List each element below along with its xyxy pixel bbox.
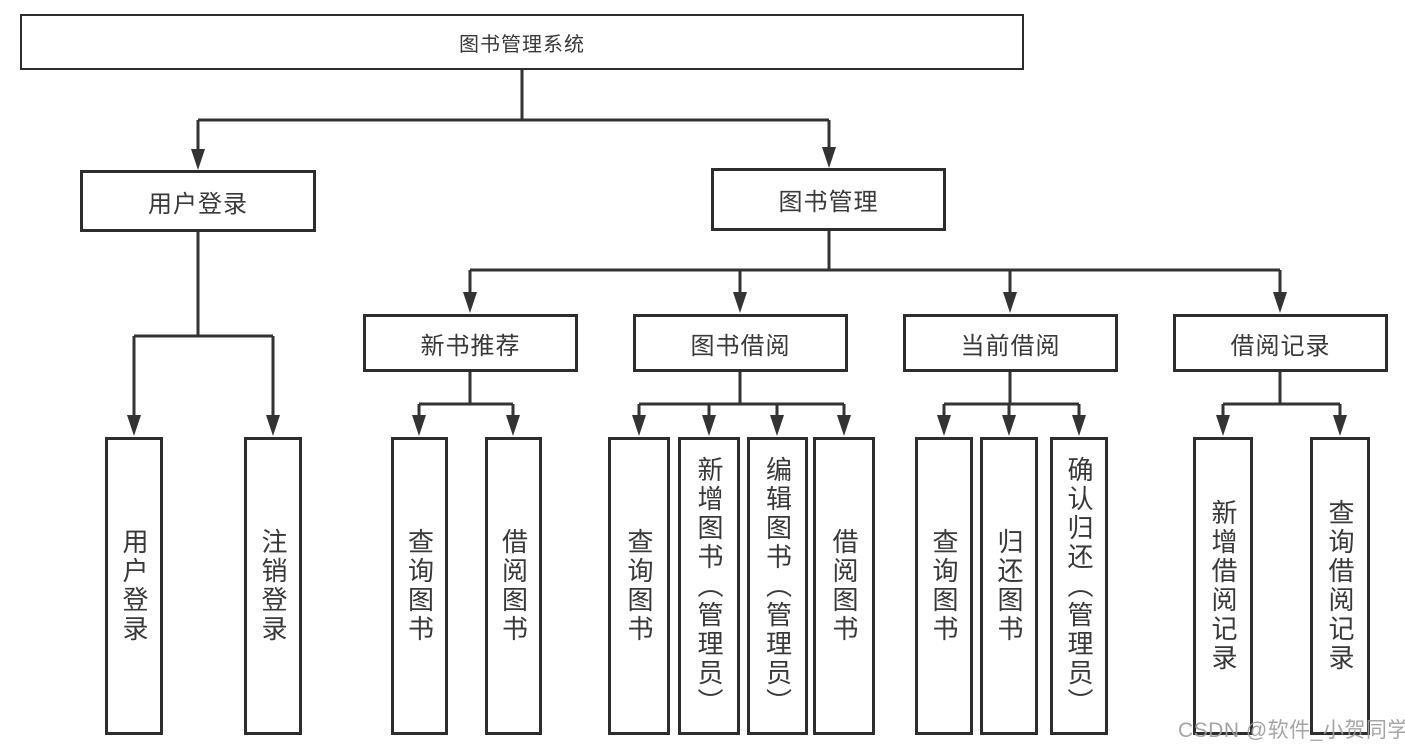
leaf-borrow-query-book-label: 查询图书 — [624, 528, 654, 644]
node-new-book-recommend: 新书推荐 — [363, 314, 578, 372]
leaf-rec-borrow-book-label: 借阅图书 — [498, 528, 529, 644]
leaf-user-login-label: 用户登录 — [119, 528, 149, 644]
leaf-borrow-edit-book: 编辑图书（管理员） — [747, 437, 808, 735]
connector-borrowrecords-to-leaves — [1216, 372, 1347, 436]
leaf-records-add-record-label: 新增借阅记录 — [1208, 499, 1238, 673]
leaf-records-add-record: 新增借阅记录 — [1193, 437, 1253, 735]
csdn-watermark: CSDN @软件_小贺同学 — [1178, 719, 1405, 742]
leaf-borrow-edit-book-label: 编辑图书（管理员） — [762, 455, 793, 717]
leaf-borrow-query-book: 查询图书 — [608, 437, 670, 735]
leaf-current-confirm-return-label: 确认归还（管理员） — [1064, 455, 1094, 717]
node-new-book-recommend-label: 新书推荐 — [420, 332, 521, 360]
node-library-system: 图书管理系统 — [20, 14, 1024, 70]
leaf-current-confirm-return: 确认归还（管理员） — [1050, 437, 1108, 735]
leaf-current-return-book: 归还图书 — [980, 437, 1038, 735]
node-user-login-label: 用户登录 — [148, 190, 248, 218]
leaf-records-query-record: 查询借阅记录 — [1310, 437, 1370, 735]
leaf-borrow-add-book: 新增图书（管理员） — [678, 437, 740, 735]
leaf-rec-query-book: 查询图书 — [391, 437, 448, 735]
leaf-current-query-book: 查询图书 — [915, 437, 973, 735]
connector-root-to-level2 — [191, 70, 836, 170]
leaf-current-query-book-label: 查询图书 — [929, 528, 959, 644]
connector-currentborrow-to-leaves — [937, 372, 1086, 436]
node-book-management: 图书管理 — [711, 168, 946, 231]
connector-userlogin-to-leaves — [127, 232, 280, 436]
node-book-borrow-label: 图书借阅 — [690, 332, 791, 360]
connector-newbookrec-to-leaves — [412, 372, 520, 436]
leaf-user-login: 用户登录 — [105, 437, 163, 735]
node-current-borrow-label: 当前借阅 — [960, 332, 1061, 360]
leaf-borrow-add-book-label: 新增图书（管理员） — [694, 455, 724, 717]
node-library-system-label: 图书管理系统 — [459, 33, 585, 56]
node-user-login: 用户登录 — [80, 170, 316, 232]
leaf-records-query-record-label: 查询借阅记录 — [1325, 499, 1355, 673]
leaf-current-return-book-label: 归还图书 — [994, 528, 1024, 644]
leaf-logout: 注销登录 — [244, 437, 302, 735]
node-book-borrow: 图书借阅 — [633, 314, 848, 372]
leaf-logout-label: 注销登录 — [258, 528, 288, 644]
node-borrow-records: 借阅记录 — [1173, 314, 1388, 372]
leaf-borrow-borrow-book: 借阅图书 — [813, 437, 875, 735]
leaf-borrow-borrow-book-label: 借阅图书 — [829, 528, 859, 644]
node-current-borrow: 当前借阅 — [903, 314, 1118, 372]
connector-bookmgmt-to-level3 — [463, 231, 1287, 313]
leaf-rec-borrow-book: 借阅图书 — [485, 437, 542, 735]
node-book-management-label: 图书管理 — [778, 189, 879, 216]
connector-bookborrow-to-leaves — [632, 372, 851, 436]
node-borrow-records-label: 借阅记录 — [1230, 332, 1331, 360]
leaf-rec-query-book-label: 查询图书 — [404, 528, 435, 644]
